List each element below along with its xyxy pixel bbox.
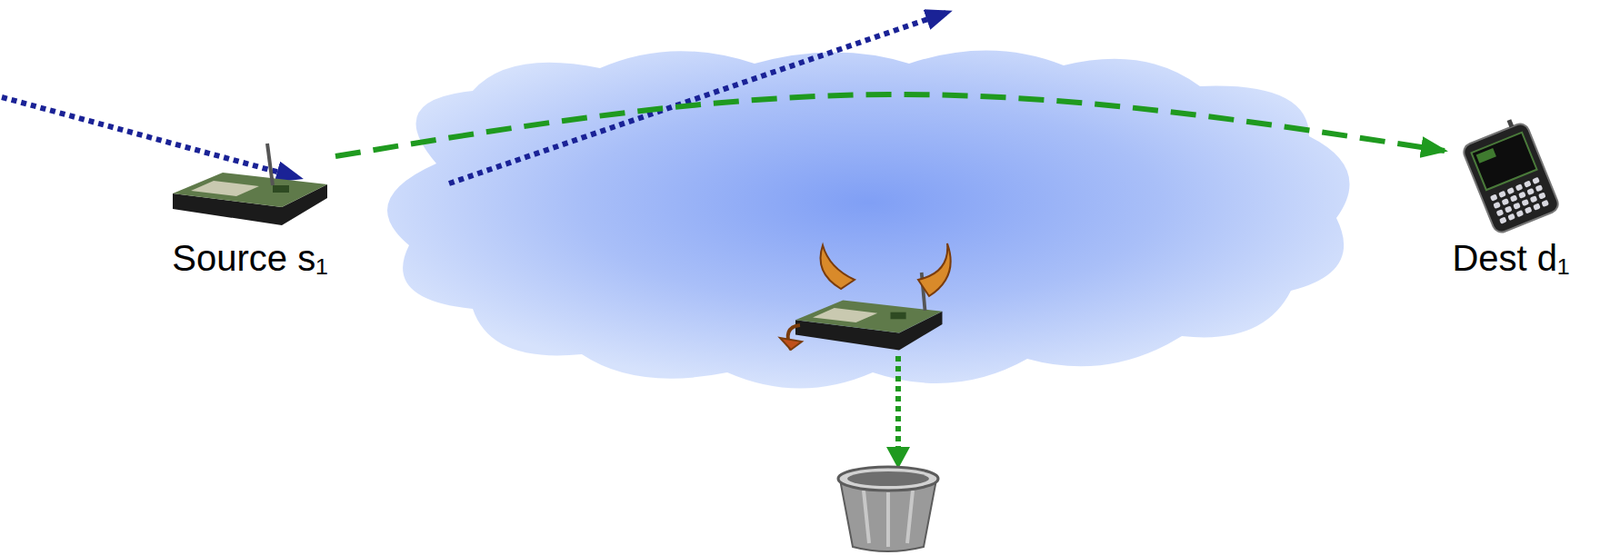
pda-icon-part [1515,183,1524,191]
drop-arrow [898,356,900,466]
malicious-node [890,312,907,320]
pda-icon-part [1460,121,1560,236]
pda-icon [1460,123,1562,231]
pda-icon-part [1498,190,1507,199]
pda-icon-part [1526,188,1535,196]
pda-icon-part [1520,199,1530,207]
sensor-icon-part [190,180,260,197]
incoming-traffic-arrow [1,97,300,179]
devil-horns [820,245,856,290]
network-cloud [387,50,1350,389]
devil-horns [820,243,951,297]
pda-icon-part [1532,203,1541,211]
trash-can [838,467,939,552]
pda-icon-part [1535,184,1544,192]
pda-icon-part [1512,202,1521,210]
pda-icon-part [1499,217,1508,225]
pda-icon-part [1507,213,1516,221]
devil-horns [918,243,951,297]
outgoing-traffic-arrow [449,11,950,184]
node-label: Dest d₁ [1451,238,1570,279]
node-label: Source s₁ [171,238,328,279]
pda-icon-part [1516,210,1525,218]
data-flow-arrow [335,94,1445,157]
trash-can [863,490,913,548]
pda-icon-part [1518,191,1527,200]
pda-icon-part [1540,200,1550,208]
pda-icon-part [1470,132,1537,190]
pda-icon-part [1492,201,1501,210]
sensor-icon [172,143,328,230]
pda-icon-part [1496,209,1505,217]
pda-icon-part [1476,148,1497,164]
pda-icon-part [1531,177,1540,185]
devil-tail [780,338,802,350]
devil-tail [780,325,802,350]
pda-icon-part [1510,194,1519,202]
outgoing-traffic-arrow [449,11,950,184]
malicious-node [812,308,878,323]
incoming-traffic-arrow [1,97,300,179]
drop-arrow [895,356,901,466]
pda-icon-part [1501,198,1510,206]
pda-icon-part [1506,187,1515,195]
pda-icon-part [1530,195,1539,203]
pda-icon-part [1524,206,1533,214]
pda-icon-part [1509,120,1512,127]
handheld-node: Dest d₁ [1444,118,1578,282]
sensor-icon-part [172,172,328,208]
pda-icon-part [1458,114,1560,235]
network-cloud [387,50,1350,389]
pda-icon-part [1538,191,1547,200]
pda-icon-part [1490,194,1499,202]
pda-icon-part [1504,205,1513,213]
pda-icon-part [1523,180,1532,189]
sensor-icon-part [272,185,290,193]
trash-can [838,467,939,491]
sensor-node: Source s₁ [164,136,336,282]
sensor-icon-part [267,143,273,186]
trash-can [847,471,930,487]
malicious-node [795,300,943,333]
